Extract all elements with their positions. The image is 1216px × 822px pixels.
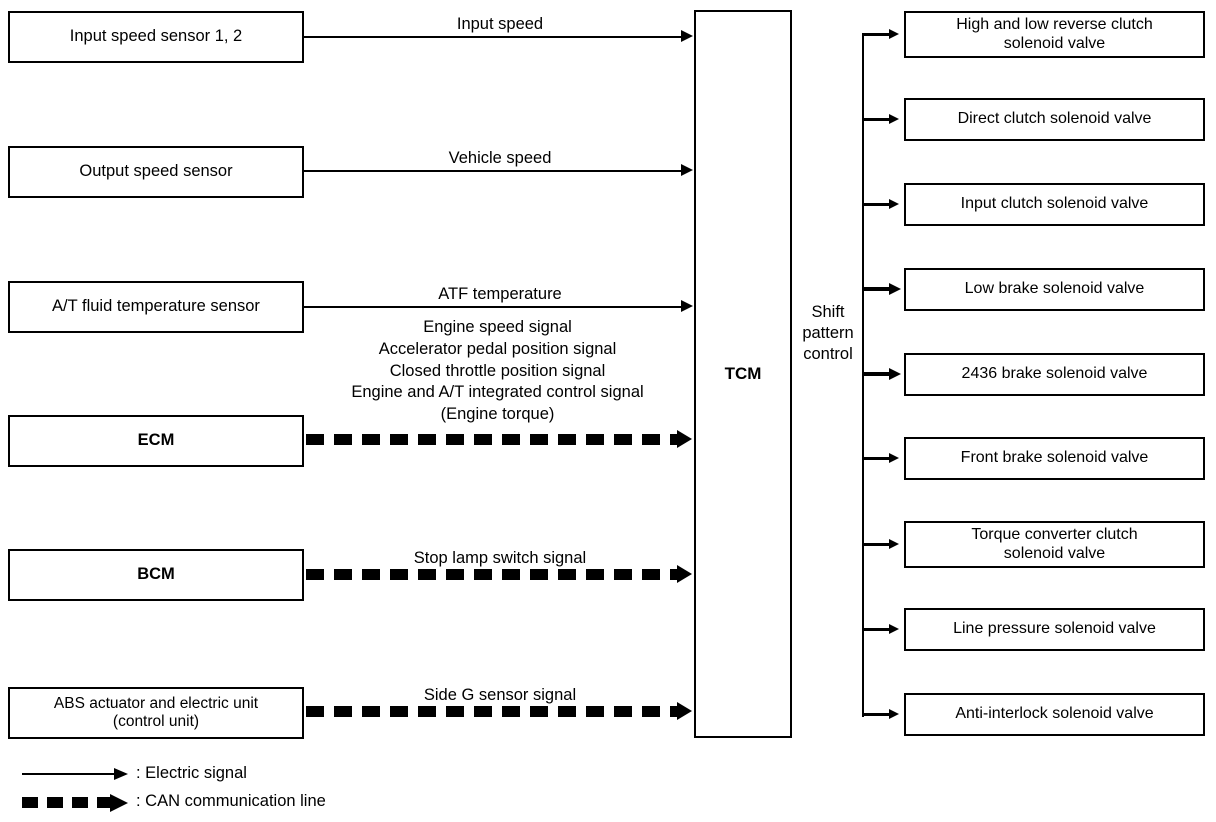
input-box-ecm: ECM [8,415,304,467]
input-box-label: ECM [137,431,175,450]
legend-label: : Electric signal [136,764,247,782]
signal-label-vehicle-speed: Vehicle speed [448,149,552,167]
output-box-low-brake-solenoid: Low brake solenoid valve [904,268,1205,311]
arrow-head-icon [677,430,692,448]
arrow-head-icon [681,164,693,176]
signal-label-abs: Side G sensor signal [423,686,577,704]
output-box-label: Anti-interlock solenoid valve [955,705,1154,723]
input-box-label: Output speed sensor [79,162,233,181]
output-branch-line [862,33,890,36]
signal-label-bcm: Stop lamp switch signal [413,549,587,567]
output-branch-line [862,372,890,376]
arrow-head-icon [889,199,899,209]
output-box-label: Low brake solenoid valve [964,280,1145,298]
legend-row-can-communication-line: : CAN communication line [22,792,326,812]
output-box-input-clutch-solenoid: Input clutch solenoid valve [904,183,1205,226]
arrow-head-icon [889,29,899,39]
output-box-high-low-reverse-clutch-solenoid: High and low reverse clutch solenoid val… [904,11,1205,58]
electric-signal-sample-icon [22,766,130,782]
input-box-at-fluid-temperature-sensor: A/T fluid temperature sensor [8,281,304,333]
input-box-input-speed-sensor: Input speed sensor 1, 2 [8,11,304,63]
output-box-label: Torque converter clutch solenoid valve [971,525,1138,562]
legend-label: : CAN communication line [136,792,326,810]
arrow-head-icon [889,283,901,295]
can-communication-sample-icon [22,793,130,812]
output-branch-line [862,713,890,716]
arrow-head-icon [681,30,693,42]
output-branch-line [862,628,890,631]
arrow-head-icon [889,114,899,124]
output-box-2436-brake-solenoid: 2436 brake solenoid valve [904,353,1205,396]
output-box-label: Input clutch solenoid valve [960,195,1149,213]
output-box-line-pressure-solenoid: Line pressure solenoid valve [904,608,1205,651]
input-box-label: BCM [137,565,175,584]
output-box-direct-clutch-solenoid: Direct clutch solenoid valve [904,98,1205,141]
arrow-head-icon [889,453,899,463]
output-box-anti-interlock-solenoid: Anti-interlock solenoid valve [904,693,1205,736]
output-branch-line [862,287,890,291]
output-box-label: Direct clutch solenoid valve [957,110,1152,128]
can-line-ecm [306,434,678,445]
output-box-label: High and low reverse clutch solenoid val… [956,15,1153,52]
output-box-label: Front brake solenoid valve [960,449,1149,467]
input-box-bcm: BCM [8,549,304,601]
signal-label-input-speed: Input speed [456,15,544,33]
arrow-head-icon [677,565,692,583]
legend-row-electric-signal: : Electric signal [22,764,247,783]
tcm-label: TCM [724,363,762,383]
output-branch-line [862,457,890,460]
arrow-head-icon [889,624,899,634]
input-box-label: Input speed sensor 1, 2 [69,27,243,46]
output-box-torque-converter-clutch-solenoid: Torque converter clutch solenoid valve [904,521,1205,568]
input-box-label: A/T fluid temperature sensor [52,297,260,316]
signal-line-atf-temperature [304,306,682,308]
signal-label-ecm: Engine speed signal Accelerator pedal po… [351,318,644,424]
signal-line-vehicle-speed [304,170,682,172]
arrow-head-icon [889,368,901,380]
output-branch-line [862,118,890,121]
tcm-box: TCM [694,10,792,738]
signal-line-input-speed [304,36,682,38]
output-box-front-brake-solenoid: Front brake solenoid valve [904,437,1205,480]
output-branch-line [862,203,890,206]
signal-label-atf-temperature: ATF temperature [438,285,562,303]
can-line-abs [306,706,678,717]
arrow-head-icon [681,300,693,312]
output-branch-line [862,543,890,546]
output-box-label: 2436 brake solenoid valve [961,365,1148,383]
output-box-label: Line pressure solenoid valve [953,620,1156,638]
can-line-bcm [306,569,678,580]
arrow-head-icon [677,702,692,720]
input-box-output-speed-sensor: Output speed sensor [8,146,304,198]
arrow-head-icon [889,709,899,719]
shift-pattern-control-label: Shift pattern control [802,303,854,364]
input-box-abs-actuator: ABS actuator and electric unit (control … [8,687,304,739]
arrow-head-icon [889,539,899,549]
input-box-label: ABS actuator and electric unit (control … [53,694,259,730]
